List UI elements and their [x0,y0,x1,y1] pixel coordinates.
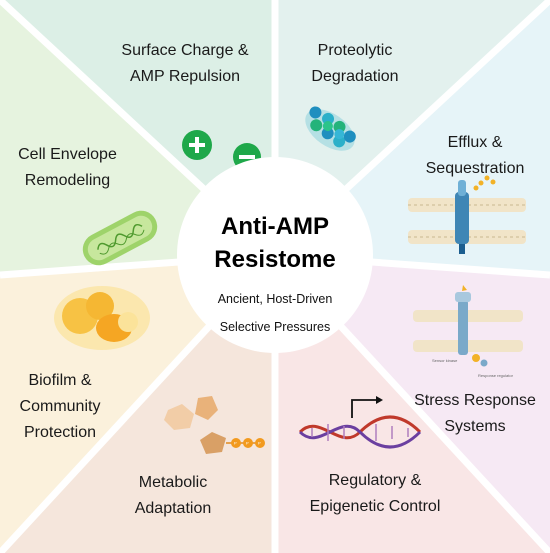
label-cell-envelope: Cell Envelope Remodeling [18,146,117,189]
svg-text:Sensor kinase: Sensor kinase [432,358,458,363]
bacterium-icon [82,210,158,266]
center-title-line1: Anti-AMP [221,213,329,240]
center-subtitle-line2: Selective Pressures [219,320,331,334]
label-efflux: Efflux & Sequestration [425,134,525,177]
center-subtitle-line1: Ancient, Host-Driven [217,292,333,306]
label-stress-response: Stress Response Systems [414,392,536,435]
dna-helix-icon [298,415,422,449]
label-regulatory: Regulatory & Epigenetic Control [309,472,441,515]
biofilm-icon [54,286,150,350]
center-title-line2: Resistome [214,246,336,273]
center-circle [177,157,373,353]
label-metabolic: Metabolic Adaptation [134,474,212,517]
efflux-pump-icon [408,175,526,254]
label-proteolytic: Proteolytic Degradation [311,42,399,85]
label-surface-charge: Surface Charge & AMP Repulsion [121,42,249,85]
metabolite-icon: P P P [164,396,265,454]
svg-text:P: P [234,441,237,446]
protease-icon [305,106,356,151]
svg-text:P: P [246,441,249,446]
svg-text:Response regulator: Response regulator [478,373,514,378]
sensor-kinase-icon: Sensor kinase Response regulator [413,285,523,378]
svg-text:P: P [258,441,261,446]
label-biofilm: Biofilm & Community Protection [19,372,101,441]
plus-charge-icon [182,130,212,160]
center-title: Anti-AMP Resistome [175,210,375,276]
transcription-arrow-icon [351,396,383,418]
